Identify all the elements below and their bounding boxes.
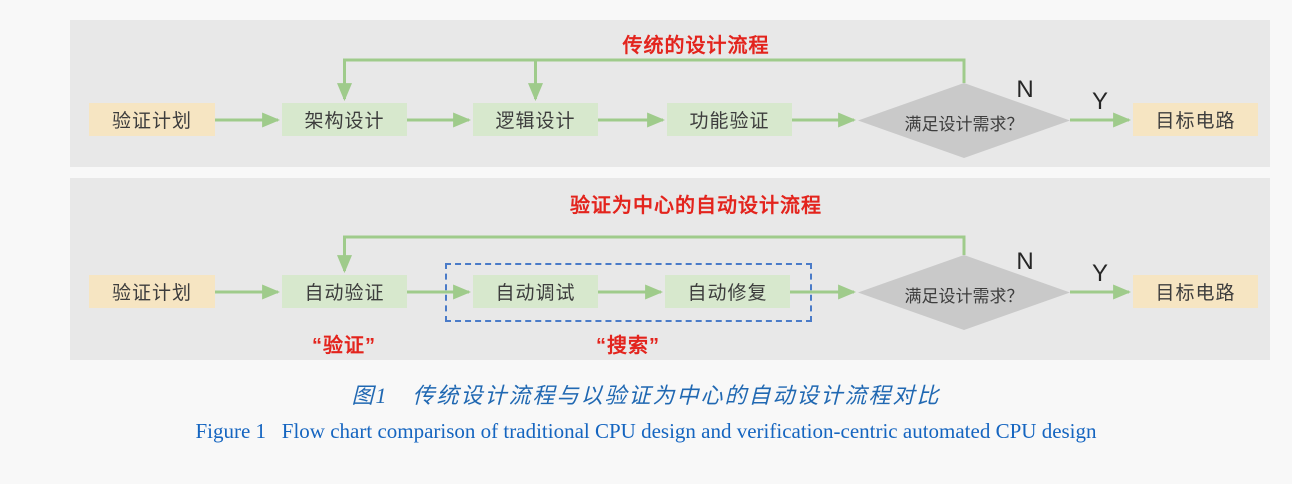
node-verification-plan: 验证计划: [89, 103, 215, 136]
branch-label-y: Y: [1091, 260, 1108, 287]
feedback-loop-to-autoverify: [337, 235, 966, 274]
annotation-search: “搜索”: [596, 335, 660, 357]
traditional-flow-connectors: [215, 58, 1132, 158]
branch-label-n: N: [1016, 248, 1034, 275]
decision-diamond: [858, 83, 1070, 158]
figure-caption-english: Figure 1 Flow chart comparison of tradit…: [195, 419, 1097, 443]
figure-caption-chinese: 图1 传统设计流程与以验证为中心的自动设计流程对比: [351, 383, 941, 408]
node-auto-repair: 自动修复: [665, 275, 790, 308]
node-auto-debug: 自动调试: [473, 275, 598, 308]
automated-flow-connectors: [215, 235, 1132, 330]
node-auto-verification: 自动验证: [282, 275, 407, 308]
branch-label-n: N: [1016, 76, 1034, 103]
node-verification-plan: 验证计划: [89, 275, 215, 308]
decision-meets-requirements: 满足设计需求？: [904, 115, 1024, 134]
automated-flow-title: 验证为中心的自动设计流程: [570, 195, 822, 217]
annotation-verification: “验证”: [312, 335, 376, 357]
node-logic-design: 逻辑设计: [473, 103, 598, 136]
node-target-circuit: 目标电路: [1133, 103, 1258, 136]
decision-diamond: [858, 255, 1070, 330]
node-functional-verification: 功能验证: [667, 103, 792, 136]
node-architecture-design: 架构设计: [282, 103, 407, 136]
panel-automated-flow: 验证为中心的自动设计流程 验证计划 自动验证 自动调试 自动修复 满足设计需求？…: [70, 178, 1270, 360]
decision-meets-requirements: 满足设计需求？: [904, 287, 1024, 306]
node-target-circuit: 目标电路: [1133, 275, 1258, 308]
panel-traditional-flow: 传统的设计流程 验证计划 架构设计 逻辑设计 功能验证 满足设计需求？ 目标电路…: [70, 20, 1270, 167]
feedback-loop-to-arch: [337, 58, 966, 102]
branch-label-y: Y: [1091, 88, 1108, 115]
search-group-box: [445, 263, 812, 322]
traditional-flow-title: 传统的设计流程: [622, 35, 770, 57]
